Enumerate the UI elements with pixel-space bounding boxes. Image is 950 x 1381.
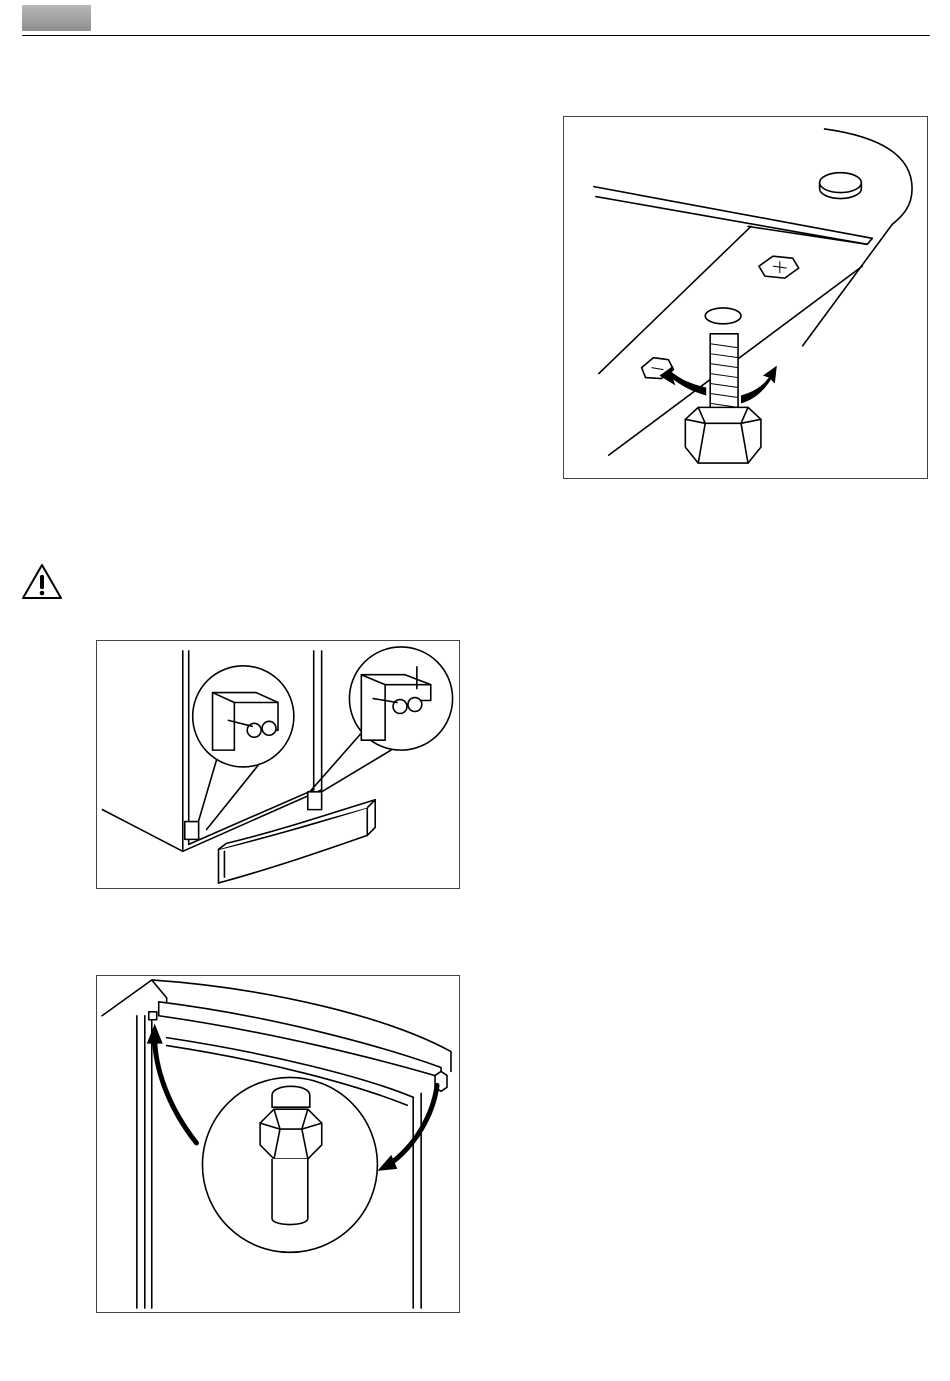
door-hinge-pin-figure — [96, 975, 460, 1313]
header-rule — [22, 35, 930, 36]
adjustable-foot-illustration — [564, 117, 927, 478]
hinge-pin-illustration — [97, 976, 459, 1312]
leveling-foot-figure — [563, 116, 928, 479]
plinth-bracket-illustration — [97, 641, 459, 888]
plinth-mounting-figure — [96, 640, 460, 889]
page-tab — [22, 5, 91, 31]
warning-triangle-icon — [20, 562, 64, 602]
